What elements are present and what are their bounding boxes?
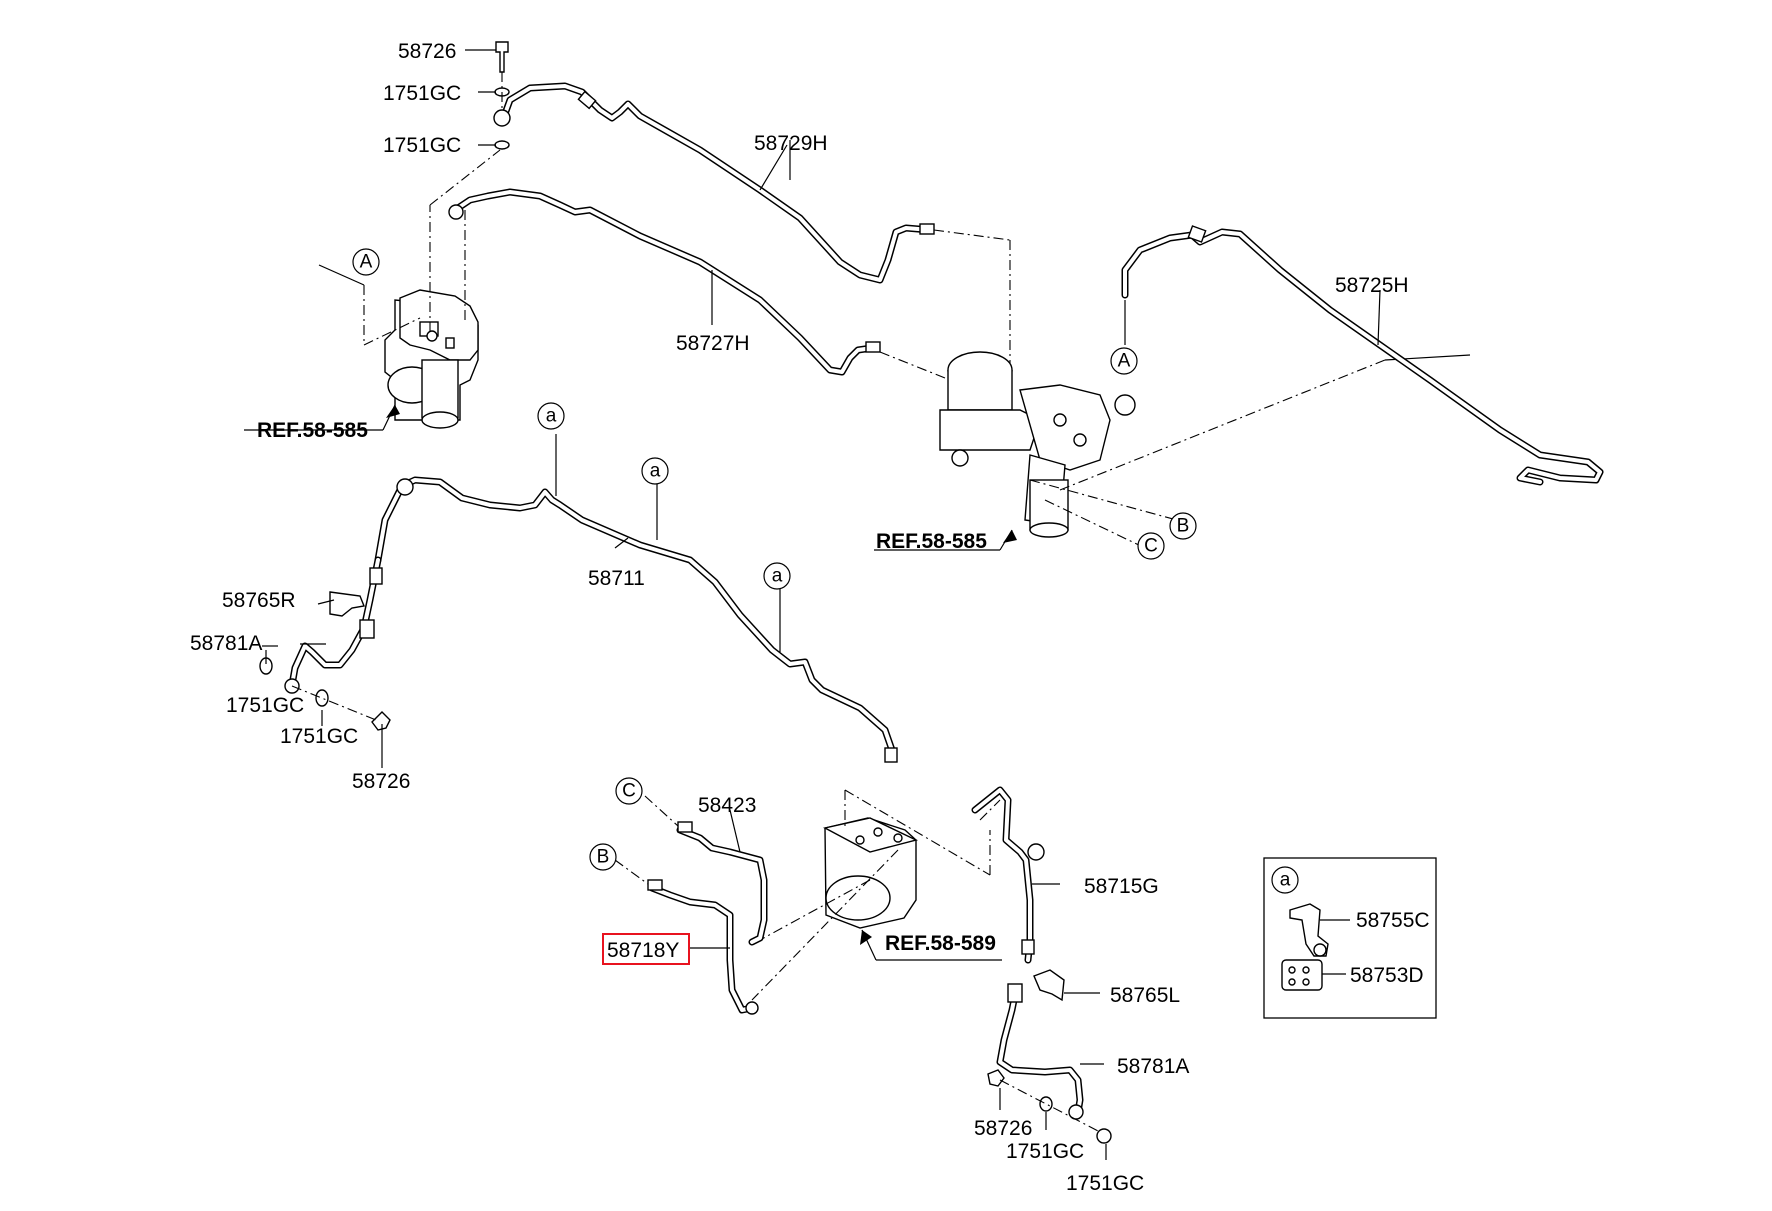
label-58423: 58423 bbox=[698, 794, 756, 817]
bracket-58765L bbox=[1033, 969, 1065, 1002]
label-58753D: 58753D bbox=[1350, 964, 1424, 987]
label-58781A-left: 58781A bbox=[190, 632, 262, 655]
washer-1751GC-right2 bbox=[1096, 1128, 1112, 1144]
label-1751GC-left2: 1751GC bbox=[280, 725, 358, 748]
abs-module-bottom bbox=[823, 817, 919, 929]
label-58765L: 58765L bbox=[1110, 984, 1180, 1007]
callout-A-text: A bbox=[360, 252, 373, 273]
callout-B-text: B bbox=[597, 847, 610, 868]
hose-58781A-left bbox=[284, 556, 383, 694]
label-58726-left: 58726 bbox=[352, 770, 410, 793]
highlight-box-58718Y bbox=[602, 933, 690, 965]
label-1751GC-top2: 1751GC bbox=[383, 134, 461, 157]
callout-a-1: a bbox=[537, 402, 565, 430]
label-58755C: 58755C bbox=[1356, 909, 1430, 932]
label-58729H: 58729H bbox=[754, 132, 828, 155]
leader-lines bbox=[244, 49, 1104, 1065]
pipe-58718Y bbox=[647, 879, 759, 1015]
callout-a-2: a bbox=[641, 457, 669, 485]
master-cylinder bbox=[939, 351, 1136, 538]
hose-58781A-right bbox=[996, 983, 1084, 1120]
pipe-58423 bbox=[676, 821, 768, 946]
pipe-58725H bbox=[1121, 225, 1604, 486]
label-58765R: 58765R bbox=[222, 589, 296, 612]
callout-C-text: C bbox=[622, 781, 636, 802]
callout-a-text: a bbox=[650, 461, 661, 482]
label-1751GC-right2: 1751GC bbox=[1066, 1172, 1144, 1195]
ref-arrow-bottom bbox=[860, 930, 872, 945]
ref-arrow-right bbox=[1003, 530, 1017, 543]
callout-B-bottom: B bbox=[589, 843, 617, 871]
label-58725H: 58725H bbox=[1335, 274, 1409, 297]
callout-C-text: C bbox=[1144, 536, 1158, 557]
callout-a-3: a bbox=[763, 562, 791, 590]
pipe-58727H bbox=[448, 188, 881, 376]
label-58711: 58711 bbox=[588, 567, 645, 590]
callout-C-right: C bbox=[1137, 532, 1165, 560]
label-58726-top: 58726 bbox=[398, 40, 456, 63]
abs-module-top bbox=[384, 289, 479, 429]
pipe-58715G bbox=[971, 786, 1045, 964]
clip-58755C bbox=[1289, 903, 1329, 957]
ref-arrow-left bbox=[386, 405, 400, 418]
callout-B-text: B bbox=[1177, 516, 1190, 537]
label-58726-right: 58726 bbox=[974, 1117, 1032, 1140]
pipe-58729H bbox=[493, 82, 935, 284]
label-58718Y: 58718Y bbox=[607, 939, 679, 962]
bolt-58726-left bbox=[371, 711, 391, 731]
label-58715G: 58715G bbox=[1084, 875, 1159, 898]
bolt-58726-top bbox=[494, 41, 510, 150]
callout-A-text: A bbox=[1118, 351, 1131, 372]
label-1751GC-top1: 1751GC bbox=[383, 82, 461, 105]
ref-58-585-right: REF.58-585 bbox=[876, 530, 987, 553]
callout-A-right: A bbox=[1110, 347, 1138, 375]
callout-a-text: a bbox=[772, 566, 783, 587]
callout-A-top-left: A bbox=[352, 248, 380, 276]
callout-a-inset: a bbox=[1271, 866, 1299, 894]
callout-C-bottom: C bbox=[615, 777, 643, 805]
pipe-58711 bbox=[374, 476, 898, 763]
callout-a-text: a bbox=[546, 406, 557, 427]
bolt-58726-right bbox=[987, 1069, 1005, 1087]
callout-a-text: a bbox=[1280, 870, 1291, 891]
washer-1751GC-right1 bbox=[1039, 1096, 1053, 1112]
callout-B-right: B bbox=[1169, 512, 1197, 540]
label-1751GC-left1: 1751GC bbox=[226, 694, 304, 717]
label-58727H: 58727H bbox=[676, 332, 750, 355]
label-1751GC-right1: 1751GC bbox=[1006, 1140, 1084, 1163]
label-58781A-right: 58781A bbox=[1117, 1055, 1189, 1078]
ref-58-589: REF.58-589 bbox=[885, 932, 996, 955]
clip-58753D bbox=[1281, 959, 1323, 991]
washer-1751GC-left2 bbox=[315, 689, 329, 707]
bracket-58765R bbox=[329, 591, 365, 617]
ref-58-585-left: REF.58-585 bbox=[257, 419, 368, 442]
